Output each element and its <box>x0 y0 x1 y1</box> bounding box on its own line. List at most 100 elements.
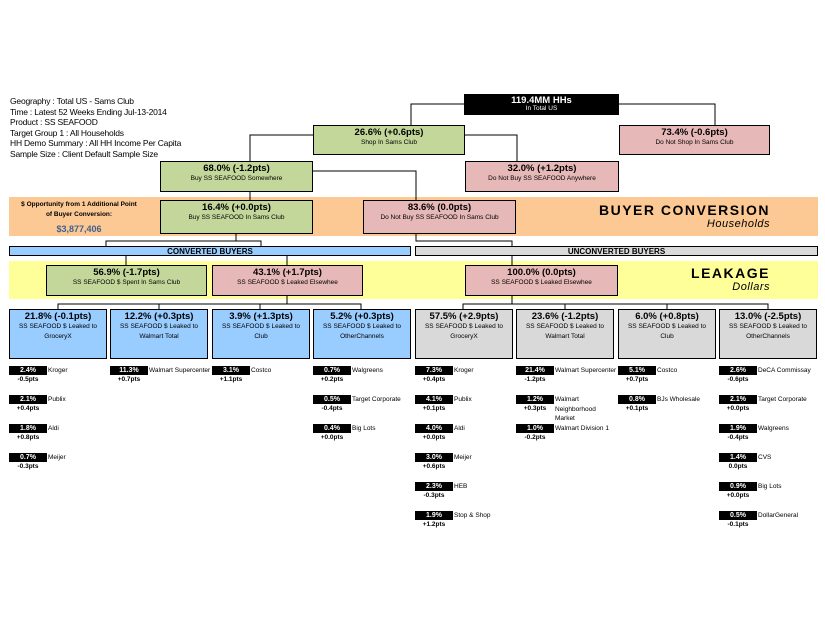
total-hh-node: 119.4MM HHs In Total US <box>464 94 619 115</box>
retailer-share: 5.1% <box>618 366 656 375</box>
retailer-change: +0.1pts <box>422 405 446 412</box>
shop-sams-node: 26.6% (+0.6pts)Shop In Sams Club <box>313 125 465 155</box>
retailer-share: 1.0% <box>516 424 554 433</box>
retailer-share: 0.7% <box>313 366 351 375</box>
retailer-name: Walmart Supercenter <box>149 367 211 374</box>
node-value: 56.9% (-1.7pts) <box>93 267 160 278</box>
converted-buyers-bar: CONVERTED BUYERS <box>9 246 411 256</box>
node-label: In Total US <box>525 105 558 112</box>
retailer-name: Target Corporate <box>758 396 807 403</box>
retailer-share: 2.1% <box>719 395 757 404</box>
retailer-name: Publix <box>454 396 472 403</box>
node-label: SS SEAFOOD $ Leaked to <box>627 323 707 330</box>
retailer-share: 1.9% <box>415 511 453 520</box>
retailer-share: 0.5% <box>313 395 351 404</box>
retailer-share: 2.4% <box>9 366 47 375</box>
node-value: 13.0% (-2.5pts) <box>734 311 802 322</box>
retailer-share: 11.3% <box>110 366 148 375</box>
retailer-name: Costco <box>251 367 272 374</box>
retailer-share: 2.1% <box>9 395 47 404</box>
node-value: 83.6% (0.0pts) <box>407 202 472 213</box>
retailer-change: +1.1pts <box>219 376 243 383</box>
node-value: 12.2% (+0.3pts) <box>124 311 194 322</box>
node-label-channel: Club <box>660 333 674 340</box>
retailer-share: 1.4% <box>719 453 757 462</box>
retailer-name: DollarGeneral <box>758 512 799 519</box>
node-label: SS SEAFOOD $ Leaked to <box>221 323 301 330</box>
retailer-change: +0.4pts <box>16 405 40 412</box>
retailer-name: Meijer <box>48 454 66 461</box>
node-value: 119.4MM HHs <box>511 95 572 106</box>
retailer-change: +0.0pts <box>726 405 750 412</box>
retailer-change: +0.6pts <box>422 463 446 470</box>
node-label: Shop In Sams Club <box>360 139 417 146</box>
node-label: SS SEAFOOD $ Leaked to <box>322 323 402 330</box>
retailer-share: 4.0% <box>415 424 453 433</box>
retailer-share: 7.3% <box>415 366 453 375</box>
channel-leak-node: 5.2% (+0.3pts)SS SEAFOOD $ Leaked to Othe… <box>313 309 411 359</box>
filter-demo: HH Demo Summary : All HH Income Per Capi… <box>10 138 182 149</box>
retailer-share: 21.4% <box>516 366 554 375</box>
node-value: 43.1% (+1.7pts) <box>253 267 322 278</box>
node-label-channel: GroceryX <box>44 333 72 340</box>
opportunity-value: $3,877,406 <box>56 224 102 234</box>
retailer-share: 2.3% <box>415 482 453 491</box>
retailer-share: 1.2% <box>516 395 554 404</box>
not-buy-in-sams-node: 83.6% (0.0pts)Do Not Buy SS SEAFOOD In S… <box>363 200 516 234</box>
retailer-share: 0.7% <box>9 453 47 462</box>
opportunity-line1: $ Opportunity from 1 Additional Point <box>21 201 137 208</box>
node-value: 57.5% (+2.9pts) <box>429 311 499 322</box>
filter-product: Product : SS SEAFOOD <box>10 117 98 128</box>
node-label: SS SEAFOOD $ Spent In Sams Club <box>72 279 181 286</box>
opportunity-line2: of Buyer Conversion: <box>45 211 113 218</box>
retailer-change: 0.0pts <box>728 463 748 470</box>
retailer-name: HEB <box>454 483 468 490</box>
retailer-change: -1.2pts <box>524 376 546 383</box>
retailer-name: Aldi <box>48 425 59 432</box>
retailer-name: Big Lots <box>758 483 782 490</box>
node-label-channel: GroceryX <box>450 333 478 340</box>
node-label: Do Not Shop In Sams Club <box>655 139 734 146</box>
node-label: Do Not Buy SS SEAFOOD In Sams Club <box>380 214 499 221</box>
unconverted-leaked-node: 100.0% (0.0pts)SS SEAFOOD $ Leaked Elsew… <box>465 265 618 296</box>
node-label: SS SEAFOOD $ Leaked Elsewhee <box>491 279 592 286</box>
retailer-name: Costco <box>657 367 678 374</box>
node-value: 68.0% (-1.2pts) <box>203 163 270 174</box>
retailer-name: CVS <box>758 454 772 461</box>
leaked-elsewhere-node: 43.1% (+1.7pts)SS SEAFOOD $ Leaked Elsew… <box>212 265 363 296</box>
retailer-name: Walgreens <box>352 367 383 374</box>
retailer-share: 3.1% <box>212 366 250 375</box>
retailer-name: Kroger <box>454 367 474 374</box>
opportunity-callout: $ Opportunity from 1 Additional Point of… <box>9 200 149 234</box>
node-label-channel: OtherChannels <box>340 333 384 340</box>
node-value: 5.2% (+0.3pts) <box>330 311 394 322</box>
buy-in-sams-node: 16.4% (+0.0pts)Buy SS SEAFOOD In Sams Cl… <box>160 200 313 234</box>
unconverted-buyers-bar: UNCONVERTED BUYERS <box>415 246 818 256</box>
not-shop-sams-node: 73.4% (-0.6pts)Do Not Shop In Sams Club <box>619 125 770 155</box>
retailer-share: 3.0% <box>415 453 453 462</box>
node-value: 32.0% (+1.2pts) <box>507 163 577 174</box>
retailer-change: -0.3pts <box>423 492 445 499</box>
node-value: 23.6% (-1.2pts) <box>531 311 599 322</box>
retailer-item: 2.3%-0.3pts HEB <box>415 482 515 510</box>
retailer-change: +0.7pts <box>625 376 649 383</box>
retailer-item: 1.4%0.0pts CVS <box>719 453 819 481</box>
